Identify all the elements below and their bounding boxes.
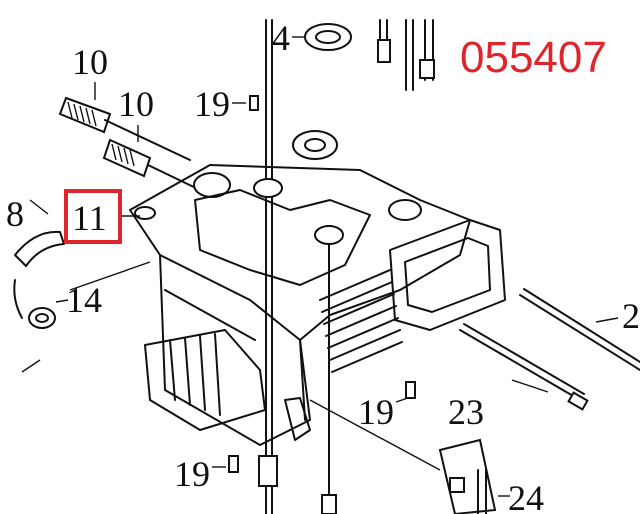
- label-23: 23: [448, 392, 484, 432]
- label-19-top: 19: [194, 84, 230, 124]
- gasket-part-24: [438, 438, 510, 514]
- push-rods-part-23: [459, 288, 640, 411]
- label-2x: 2: [622, 296, 640, 336]
- label-14: 14: [66, 280, 102, 320]
- label-10-lower: 10: [118, 84, 154, 124]
- part-code: 055407: [460, 33, 607, 82]
- left-clamp-parts-8-14: [13, 199, 69, 373]
- cylinder-head-body: [129, 130, 506, 446]
- label-8: 8: [6, 194, 24, 234]
- label-19-right: 19: [358, 392, 394, 432]
- dowel-pin-19-bottom: [212, 455, 239, 473]
- label-11: 11: [72, 198, 107, 238]
- dowel-pin-19-top: [232, 95, 259, 111]
- washer-part-4: [292, 23, 352, 51]
- label-19-bottom: 19: [174, 454, 210, 494]
- label-10-upper: 10: [72, 42, 108, 82]
- top-studs: [258, 19, 435, 514]
- dowel-pin-19-right: [395, 381, 416, 403]
- highlight-box: [64, 189, 122, 244]
- label-24: 24: [508, 478, 544, 514]
- studs-part-10: [58, 82, 201, 191]
- label-4: 4: [272, 18, 290, 58]
- leader-lines: [69, 215, 441, 471]
